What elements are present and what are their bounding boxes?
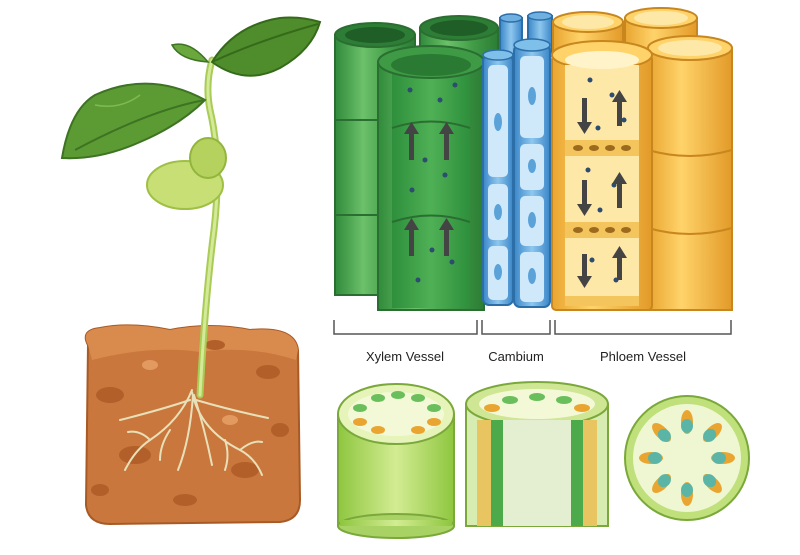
cotyledon-leaves xyxy=(146,137,227,210)
cambium-cells-col1 xyxy=(482,49,514,306)
phloem-vessel-group xyxy=(551,7,733,311)
stem-cylinder-section xyxy=(337,383,455,539)
phloem-vessel-label: Phloem Vessel xyxy=(600,349,686,364)
soil-block xyxy=(84,324,302,526)
plant-illustration xyxy=(60,16,322,526)
vascular-bundle xyxy=(702,423,722,443)
cambium-label: Cambium xyxy=(488,349,544,364)
vascular-bundle-ring xyxy=(639,410,735,506)
vascular-bundle xyxy=(702,473,722,493)
phloem-side-tube xyxy=(647,47,733,311)
plant-roots xyxy=(119,389,269,476)
vascular-bundle-icon xyxy=(353,391,441,434)
cambium-cells-col2 xyxy=(513,38,551,308)
xylem-vessel-label: Xylem Vessel xyxy=(366,349,444,364)
stem-longitudinal-section xyxy=(465,381,609,527)
cambium-group xyxy=(482,11,553,308)
left-leaf xyxy=(60,82,207,160)
vascular-bundle xyxy=(639,452,663,464)
sieve-plates xyxy=(565,140,639,306)
vascular-bundle xyxy=(711,452,735,464)
label-brackets xyxy=(333,320,732,335)
up-down-transport-arrow-icon xyxy=(577,90,627,288)
vascular-bundle xyxy=(681,410,693,434)
vascular-bundle xyxy=(652,473,672,493)
vascular-bundle xyxy=(681,482,693,506)
phloem-sap-dots xyxy=(585,77,627,283)
xylem-water-dots xyxy=(407,82,458,283)
phloem-sieve-tube xyxy=(551,40,653,311)
xylem-vessel-group xyxy=(334,15,499,311)
vascular-bundle xyxy=(652,423,672,443)
stem-circular-cross-section xyxy=(624,395,750,521)
up-arrow-icon xyxy=(404,122,454,256)
right-leaf xyxy=(170,16,322,77)
